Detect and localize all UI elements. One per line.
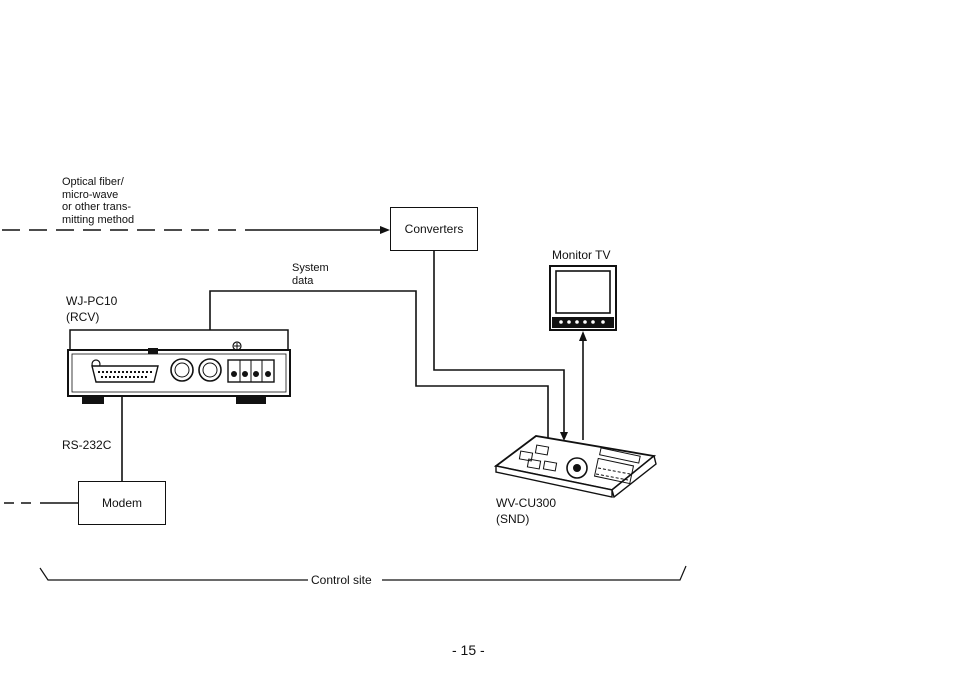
monitor-tv [549,265,617,331]
page-number: - 15 - [452,642,485,658]
control-site-label: Control site [311,573,372,587]
system-data-cable [209,290,549,438]
transmission-method-label: Optical fiber/ micro-wave or other trans… [62,176,135,226]
receiver-model-label: WJ-PC10 [66,294,118,308]
modem-label: Modem [101,496,142,510]
monitor-label: Monitor TV [552,248,611,262]
control-site-bracket-right [382,565,687,581]
converters-label: Converters [404,222,464,236]
system-data-label: System data [292,262,329,287]
arrow-to-controller [560,432,568,441]
controller-model-label: WV-CU300 [496,496,557,510]
arrow-to-converters [380,226,390,234]
converter-video-cable [433,250,565,434]
controller-unit [493,435,657,499]
modem-box: Modem [78,481,166,525]
control-site-bracket-left [39,567,308,581]
converters-box: Converters [390,207,478,251]
controller-role-label: (SND) [496,512,530,526]
rs232c-label: RS-232C [62,438,112,452]
arrow-to-monitor [579,331,587,341]
receiver-unit [67,329,291,404]
receiver-role-label: (RCV) [66,310,100,324]
